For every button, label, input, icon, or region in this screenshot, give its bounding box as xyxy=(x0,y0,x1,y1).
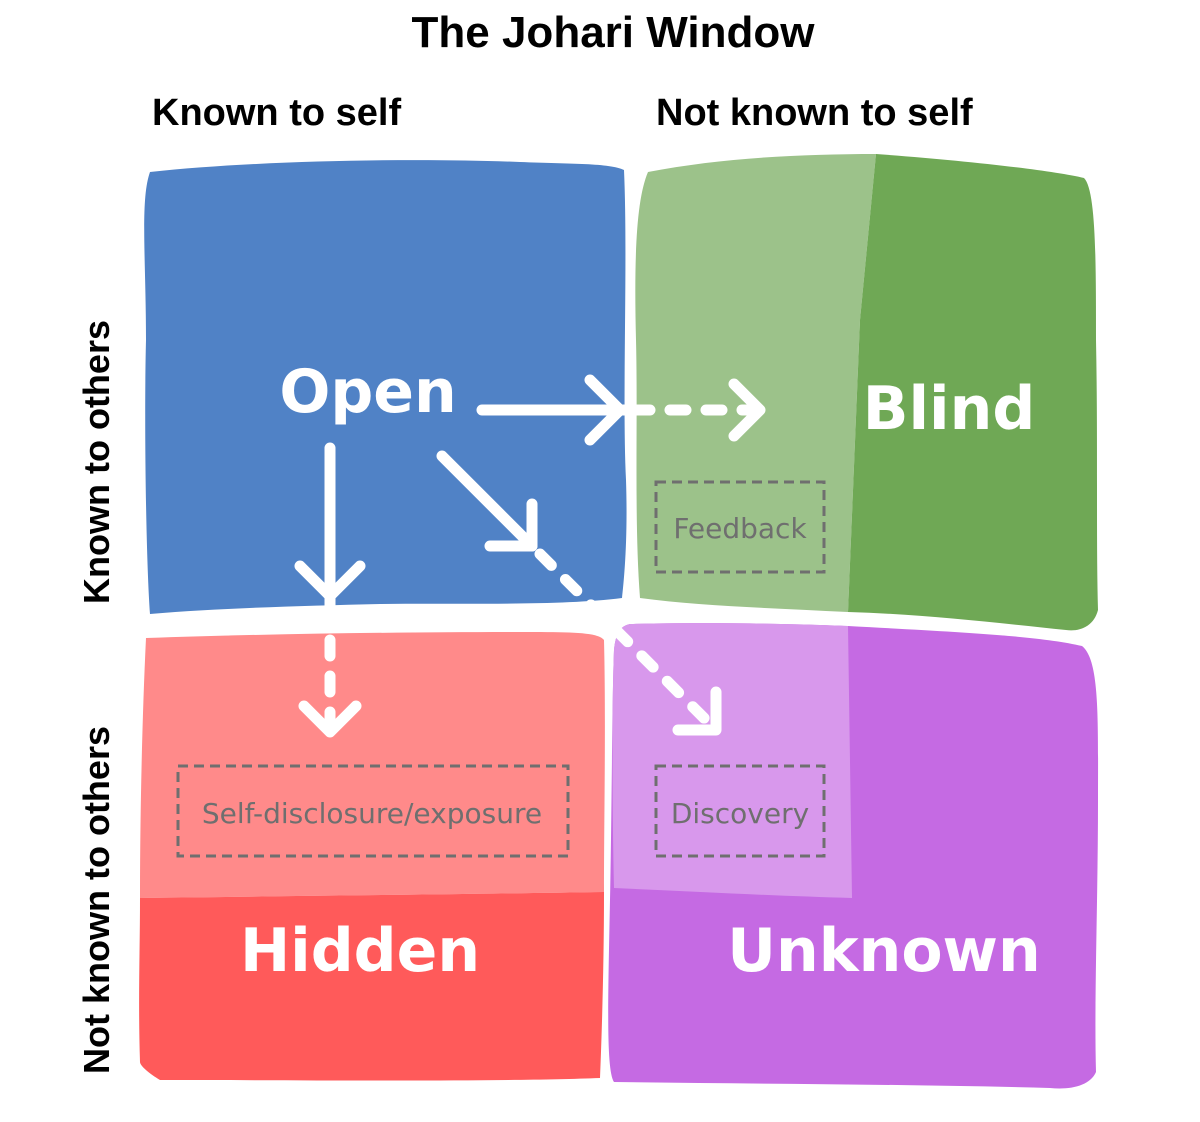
arrow-open-to-hidden xyxy=(294,442,366,738)
quadrant-label-hidden: Hidden xyxy=(240,916,480,986)
process-label-self-disclosure: Self-disclosure/exposure xyxy=(202,797,542,830)
quadrant-blind xyxy=(848,154,1098,631)
process-box-self-disclosure xyxy=(176,764,570,858)
arrow-shaft-solid xyxy=(436,450,538,552)
arrow-shaft-dashed xyxy=(534,548,720,734)
column-header-known-to-self: Known to self xyxy=(152,92,402,134)
arrow-head-solid xyxy=(294,560,366,602)
quadrant-open xyxy=(144,160,627,614)
quadrant-label-unknown: Unknown xyxy=(727,916,1040,986)
arrow-head-solid xyxy=(584,374,626,446)
arrow-head-solid xyxy=(484,498,538,552)
arrow-head-dashed xyxy=(728,378,766,442)
process-label-feedback: Feedback xyxy=(673,512,807,545)
process-box-discovery xyxy=(654,764,826,858)
arrow-open-to-blind xyxy=(476,374,766,446)
quadrant-label-open: Open xyxy=(279,357,456,427)
quadrant-hidden xyxy=(139,892,604,1081)
process-label-discovery: Discovery xyxy=(671,797,809,830)
arrow-head-dashed xyxy=(672,686,722,736)
arrow-head-dashed xyxy=(298,700,362,738)
arrow-open-to-unknown xyxy=(436,450,722,736)
process-box-feedback xyxy=(654,480,826,574)
quadrant-label-blind: Blind xyxy=(863,374,1036,444)
diagram-title: The Johari Window xyxy=(411,8,815,57)
column-header-not-known-to-self: Not known to self xyxy=(656,92,973,134)
quadrant-blind-expansion xyxy=(635,154,876,612)
